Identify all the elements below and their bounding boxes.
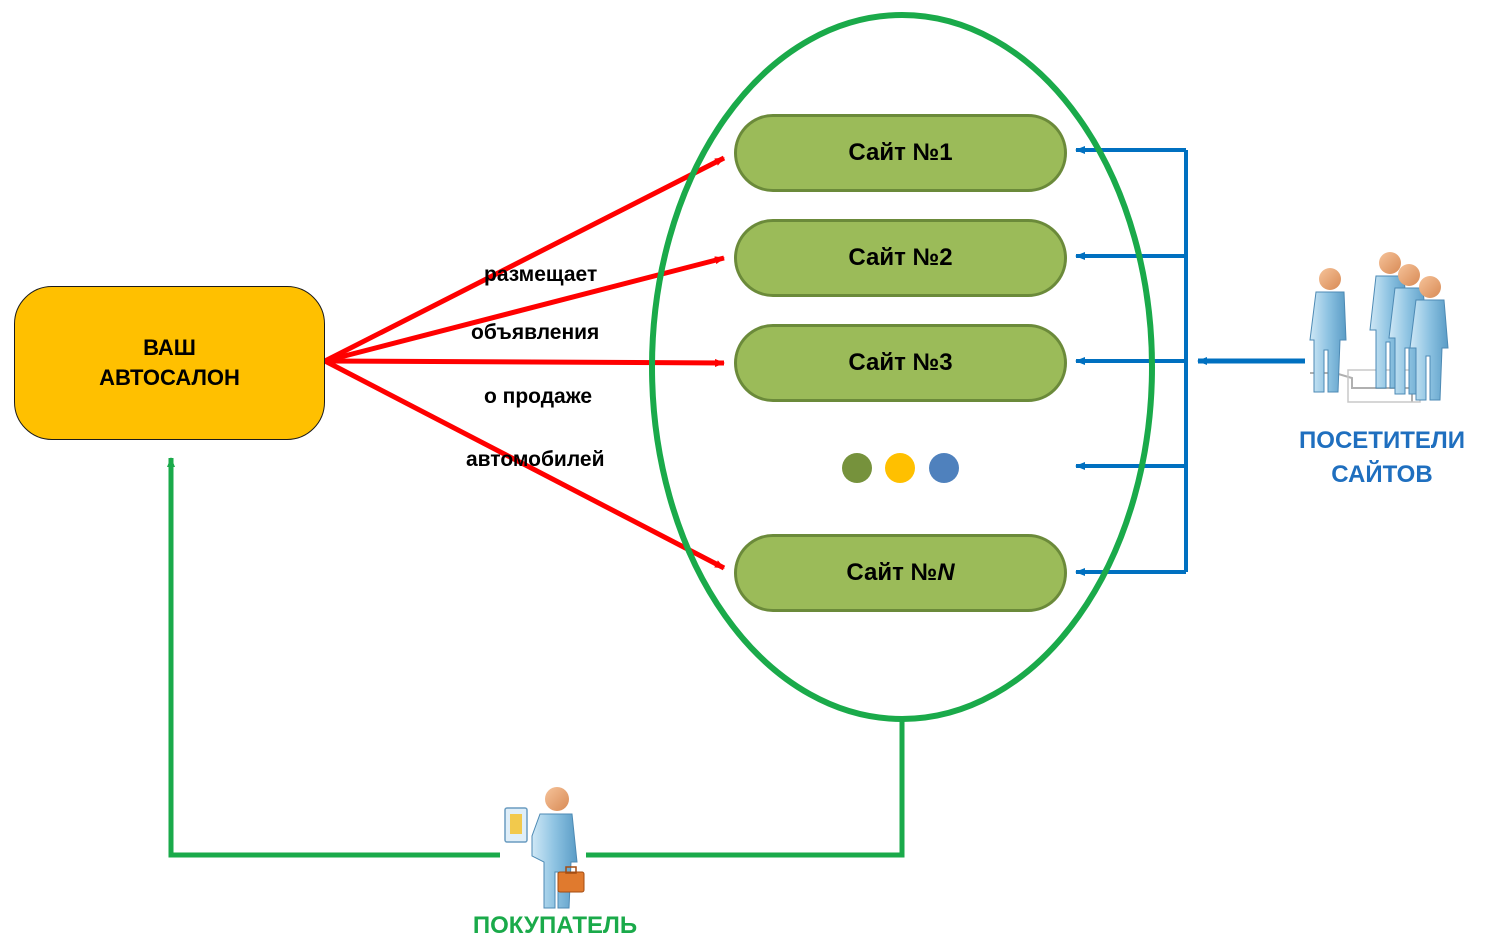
visitors-icon xyxy=(1309,252,1449,403)
red-arrow-site-1 xyxy=(323,155,726,364)
site-label-3: Сайт №3 xyxy=(848,349,953,376)
red-arrow-site-n xyxy=(323,358,726,571)
dealer-box: ВАШ АВТОСАЛОН xyxy=(14,286,325,440)
site-label-2: Сайт №2 xyxy=(848,244,953,271)
site-box-2: Сайт №2 xyxy=(734,219,1067,297)
buyer-label: ПОКУПАТЕЛЬ xyxy=(472,912,638,939)
dot-green xyxy=(842,453,872,483)
visitor-arrows xyxy=(1075,146,1305,576)
green-path-left xyxy=(167,457,500,858)
green-path-right xyxy=(586,718,905,858)
action-text-line4: автомобилей xyxy=(466,448,605,471)
dealer-label-line2: АВТОСАЛОН xyxy=(99,365,240,390)
sites-ellipse xyxy=(649,12,1155,722)
dot-yellow xyxy=(885,453,915,483)
dealer-label-line1: ВАШ xyxy=(143,335,196,360)
more-sites-dots xyxy=(842,453,959,483)
buyer-path xyxy=(167,457,905,858)
site-box-n: Сайт №N xyxy=(734,534,1067,612)
action-text-line3: о продаже xyxy=(484,385,593,408)
site-box-1: Сайт №1 xyxy=(734,114,1067,192)
visitors-label: ПОСЕТИТЕЛИ САЙТОВ xyxy=(1299,427,1465,488)
action-text-line2: объявления xyxy=(471,321,600,344)
site-label-1: Сайт №1 xyxy=(848,139,953,166)
site-label-n: Сайт №N xyxy=(846,559,955,586)
posting-arrows xyxy=(323,155,726,571)
dot-blue xyxy=(929,453,959,483)
red-arrow-site-2 xyxy=(324,255,725,364)
action-text-line1: размещает xyxy=(484,263,598,286)
buyer-icon xyxy=(504,787,585,909)
red-arrow-site-3 xyxy=(324,358,725,367)
site-box-3: Сайт №3 xyxy=(734,324,1067,402)
